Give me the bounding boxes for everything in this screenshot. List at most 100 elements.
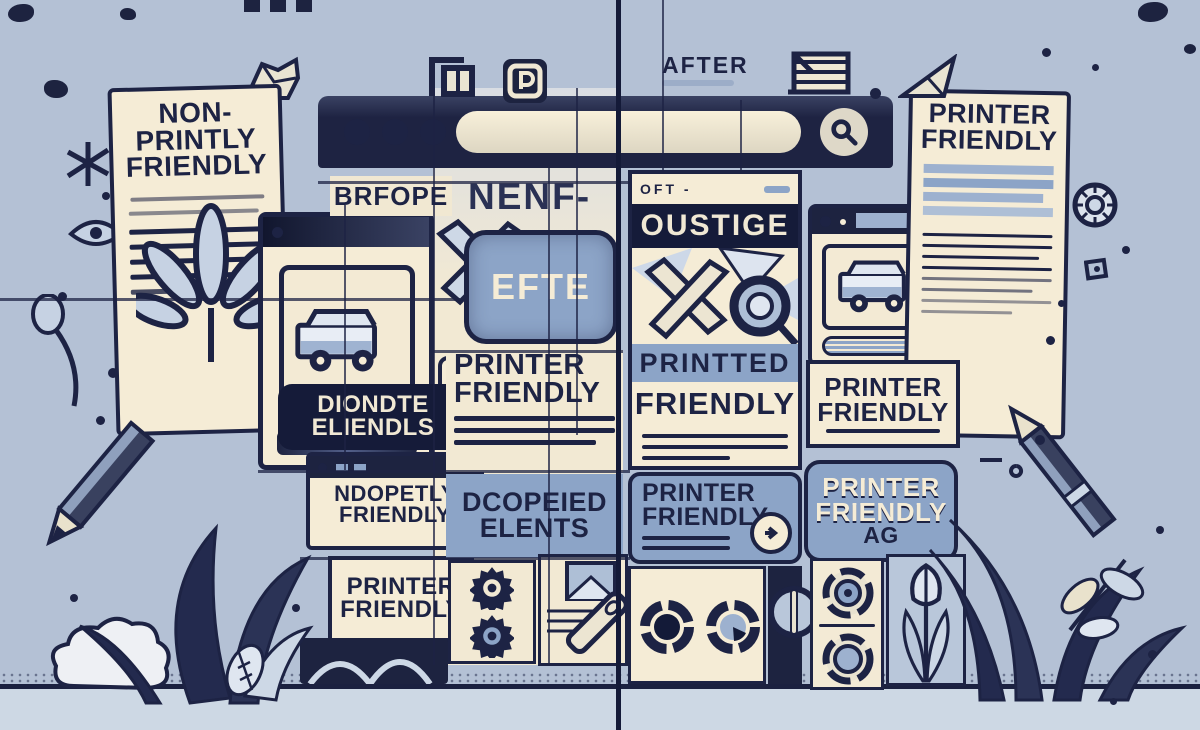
left-plant-group — [40, 418, 340, 708]
arrow-icon — [762, 524, 780, 542]
right-badge-line: FRIENDLY — [815, 497, 947, 528]
dot-doodle — [58, 292, 67, 301]
doc-text-line — [921, 299, 1052, 305]
window-dot — [820, 216, 831, 227]
doc-text-line — [642, 535, 730, 540]
donut-chart-icon — [703, 597, 763, 657]
search-button[interactable] — [820, 108, 868, 156]
after-panel-art — [632, 248, 798, 344]
doc-stripe — [923, 178, 1054, 190]
right-blue-badge: PRINTER FRIENDLY AG — [804, 460, 958, 562]
doc-text-line — [922, 233, 1053, 239]
doc-text-line — [921, 266, 1052, 272]
after-card-line: FRIENDLY — [642, 502, 769, 531]
window-dot — [318, 463, 327, 472]
mini-browser-titlebar — [263, 217, 429, 247]
left-banner-line: FRIENDLY — [340, 596, 462, 623]
right-printer-card: PRINTER FRIENDLY — [806, 360, 960, 448]
arrow-circle-button[interactable] — [750, 512, 792, 554]
dot-doodle — [1148, 650, 1157, 659]
doc-text-line — [454, 416, 615, 422]
dial-icon — [820, 565, 876, 621]
donut-panel — [628, 566, 766, 684]
doc-text-line — [922, 255, 1040, 261]
pin-doodle — [26, 294, 100, 410]
center-printer-block: PRINTER FRIENDLY — [446, 350, 623, 472]
gear-icon — [470, 566, 514, 610]
envelope-icon — [786, 48, 852, 102]
after-label: AFTER — [662, 52, 749, 78]
friendly-banner-label: FRIENDLY — [634, 386, 796, 421]
after-panel: OFT - OUSTIGE PRINTTED FRIE — [628, 170, 802, 470]
center-headline: NENF- — [468, 176, 592, 217]
dot-doodle — [108, 368, 118, 378]
search-icon — [829, 117, 859, 147]
outage-banner-label: OUSTIGE — [640, 209, 790, 242]
after-panel-header: OFT - — [632, 174, 798, 204]
mini-window-line: NDOPETLY — [334, 481, 456, 506]
blob-doodle — [44, 80, 68, 98]
efte-button[interactable]: EFTE — [464, 230, 618, 344]
doc-stripe-block — [922, 164, 1054, 218]
square-doodle — [296, 0, 312, 12]
titlebar-mark — [856, 213, 914, 228]
window-dot — [840, 219, 846, 225]
after-blue-card: PRINTER FRIENDLY — [628, 472, 802, 564]
doc-text-line — [642, 545, 730, 550]
doc-stripe — [922, 206, 1053, 218]
doc-text-line — [642, 456, 730, 460]
titlebar-mark — [336, 464, 348, 471]
center-copied-line: DCOPEIED — [461, 487, 608, 518]
doc-text-line — [642, 445, 788, 449]
right-card-line: PRINTER — [824, 371, 942, 402]
header-mark — [764, 185, 790, 193]
dot-doodle — [102, 192, 110, 200]
outage-banner: OUSTIGE — [632, 204, 798, 248]
after-panel-lines — [632, 426, 798, 464]
doc-text-line — [454, 428, 615, 434]
printed-banner: PRINTTED — [632, 344, 798, 382]
after-card-line: PRINTER — [642, 479, 756, 507]
right-doc-title-line: FRIENDLY — [920, 123, 1058, 156]
delivery-van-icon — [288, 303, 406, 379]
delivery-van-icon — [831, 256, 931, 318]
window-dot — [420, 119, 446, 145]
center-divider — [616, 0, 621, 730]
gear-icon — [470, 614, 514, 658]
dot-doodle — [1110, 698, 1117, 705]
window-dot — [344, 119, 370, 145]
dark-badge-line: ELIENDLS — [311, 414, 435, 441]
dot-doodle — [1122, 246, 1130, 254]
right-badge-line: AG — [863, 521, 899, 548]
doc-text-line — [921, 288, 1033, 294]
window-dot — [382, 119, 408, 145]
dot-doodle — [96, 416, 105, 425]
p-app-icon — [502, 58, 548, 104]
gear-ring-doodle — [1068, 178, 1122, 232]
after-panel-note: OFT - — [640, 181, 692, 197]
center-printer-line: PRINTER — [454, 349, 585, 381]
center-copied-block: DCOPEIED ELENTS — [446, 474, 623, 558]
square-glyph-doodle — [1084, 256, 1110, 282]
donut-chart-icon — [637, 597, 697, 657]
window-corner-icon — [424, 52, 482, 98]
doc-text-line — [454, 440, 596, 446]
square-doodle — [244, 0, 260, 12]
printed-banner-label: PRINTTED — [639, 347, 791, 378]
panel-divider — [819, 624, 875, 627]
dot-doodle — [870, 88, 881, 99]
doc-text-line — [642, 434, 788, 438]
before-label: BRFOPE — [333, 180, 449, 211]
blob-doodle — [8, 4, 34, 22]
address-bar[interactable] — [456, 111, 801, 153]
square-doodle — [270, 0, 286, 12]
doc-stripe — [923, 164, 1054, 176]
center-printer-title: PRINTER FRIENDLY — [454, 349, 615, 407]
blob-doodle — [1184, 44, 1196, 54]
doc-stripe — [923, 192, 1043, 204]
blob-doodle — [1138, 2, 1168, 22]
dot-doodle — [1092, 64, 1099, 71]
dark-foliage-band — [300, 638, 448, 684]
triangle-paper-icon — [898, 54, 958, 100]
efte-button-label: EFTE — [490, 266, 591, 307]
